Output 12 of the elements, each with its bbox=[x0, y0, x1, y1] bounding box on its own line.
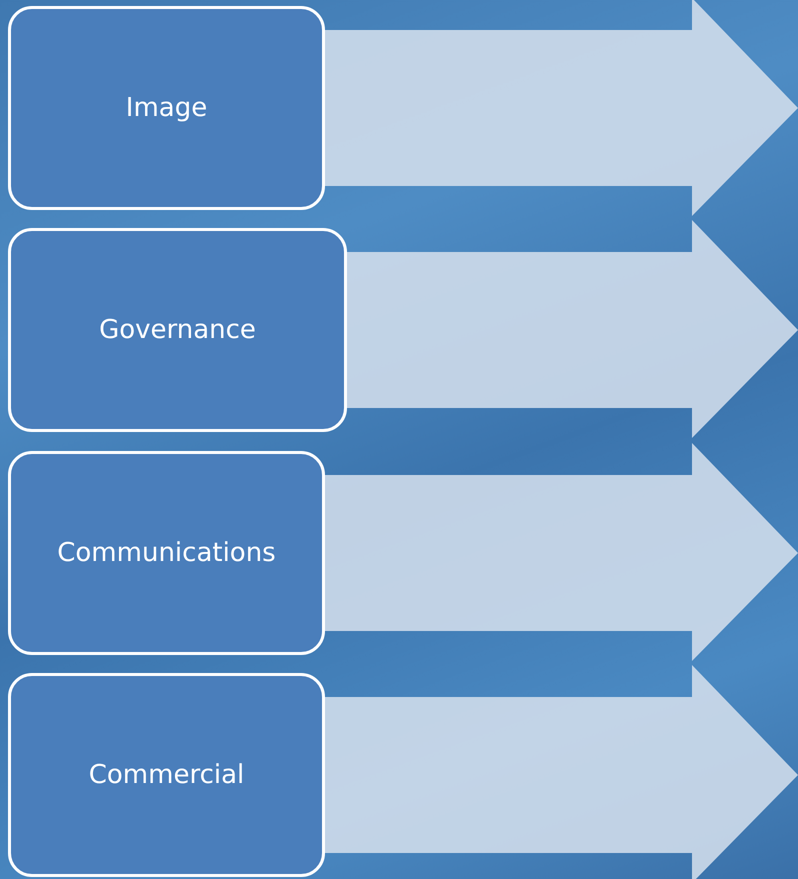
rounded-box bbox=[8, 673, 325, 877]
box-label: Image bbox=[124, 93, 208, 123]
box-label: Communications bbox=[56, 538, 277, 568]
block-arrow bbox=[325, 443, 798, 661]
block-arrow bbox=[347, 220, 798, 438]
block-arrow bbox=[325, 665, 798, 879]
rounded-box bbox=[8, 451, 325, 655]
box-label: Governance bbox=[98, 315, 257, 345]
rounded-box bbox=[8, 228, 347, 432]
block-arrow bbox=[325, 0, 798, 216]
box-label: Commercial bbox=[88, 760, 246, 790]
rounded-box bbox=[8, 6, 325, 210]
